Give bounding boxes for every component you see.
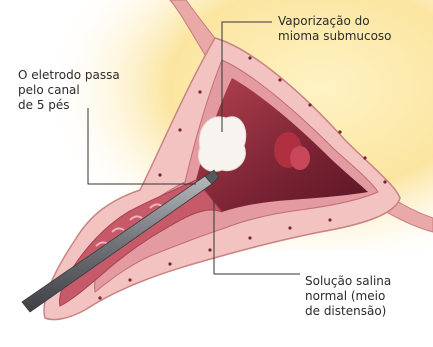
myoma-red-2: [290, 146, 310, 170]
label-vaporization: Vaporização do mioma submucoso: [278, 14, 428, 44]
label-electrode: O eletrodo passa pelo canal de 5 pés: [18, 68, 158, 113]
label-saline: Solução salina normal (meio de distensão…: [305, 274, 425, 319]
